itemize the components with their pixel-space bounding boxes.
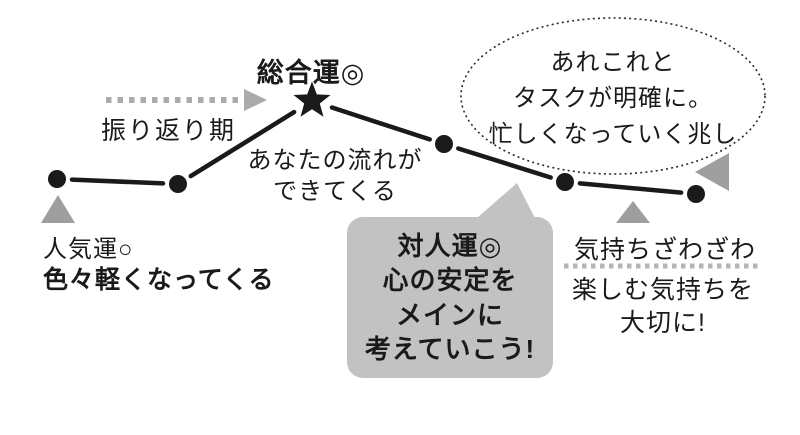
data-point-dot: [687, 185, 705, 203]
left-triangle-pointer-icon: [695, 153, 729, 191]
enjoy-feelings-line2: 大切に!: [620, 309, 706, 337]
ellipse-callout-text: あれこれと タスクが明確に。 忙しくなっていく兆し: [461, 45, 765, 153]
bubble-line4: 考えていこう!: [364, 334, 536, 364]
interpersonal-fortune-speech-bubble: 対人運◎ 心の安定を メインに 考えていこう!: [347, 217, 553, 378]
data-point-dot: [435, 135, 453, 153]
ellipse-callout-line3: 忙しくなっていく兆し: [488, 121, 738, 148]
review-period-arrowhead-icon: [244, 89, 267, 111]
fortune-line-segment: [329, 105, 432, 142]
bubble-line2: 心の安定を: [382, 265, 518, 295]
bubble-line3: メインに: [395, 299, 504, 330]
data-point-dot: [48, 170, 66, 188]
dotted-ellipse-callout: [460, 17, 766, 175]
flow-forming-line2: できてくる: [273, 178, 397, 205]
data-point-dot: [169, 175, 187, 193]
restless-feelings-label: 気持ちざわざわ: [573, 236, 756, 264]
fortune-line-segment: [456, 146, 553, 180]
popularity-fortune-label: 人気運○: [43, 236, 134, 263]
fortune-line-segment: [188, 109, 297, 179]
flow-forming-note: あなたの流れが できてくる: [233, 145, 437, 207]
enjoy-feelings-note: 楽しむ気持ちを 大切に!: [563, 274, 763, 340]
enjoy-feelings-line1: 楽しむ気持ちを: [571, 276, 754, 304]
fortune-line-chart: [48, 81, 705, 203]
bubble-line1: 対人運◎: [397, 230, 503, 261]
speech-bubble-tail: [470, 183, 538, 224]
ellipse-callout-line2: タスクが明確に。: [513, 85, 713, 112]
up-triangle-pointer-restless: [616, 201, 650, 223]
flow-forming-line1: あなたの流れが: [247, 147, 423, 174]
ellipse-callout-line1: あれこれと: [550, 49, 676, 76]
fortune-line-segment: [69, 177, 166, 186]
review-period-label: 振り返り期: [101, 117, 237, 145]
data-point-dot: [556, 173, 574, 191]
fortune-line-segment: [577, 181, 684, 195]
overall-fortune-title: 総合運◎: [256, 58, 366, 88]
peak-star-marker: [293, 81, 331, 117]
popularity-fortune-note: 色々軽くなってくる: [43, 266, 275, 294]
up-triangle-pointer-popularity: [41, 195, 75, 223]
